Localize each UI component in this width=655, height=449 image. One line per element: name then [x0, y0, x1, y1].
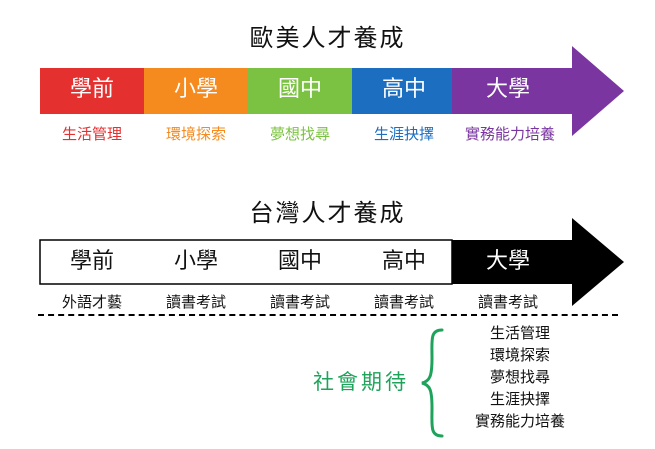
list-item: 生活管理: [489, 324, 550, 342]
taiwan-activity-4: 讀書考試: [477, 293, 538, 311]
western-activity-4: 實務能力培養: [464, 125, 555, 143]
taiwan-stage-label-0: 學前: [69, 249, 114, 274]
western-activity-2: 夢想找尋: [269, 125, 330, 143]
western-title: 歐美人才養成: [249, 24, 406, 52]
taiwan-activity-3: 讀書考試: [373, 293, 434, 311]
list-item: 夢想找尋: [489, 368, 550, 386]
taiwan-stage-label-3: 高中: [381, 249, 426, 274]
taiwan-stage-label-1: 小學: [173, 249, 218, 274]
western-stage-label-4: 大學: [485, 77, 530, 102]
taiwan-activity-2: 讀書考試: [269, 293, 330, 311]
curly-brace-icon: [421, 328, 444, 438]
dashed-divider: [38, 314, 618, 316]
western-stage-bar-2: [248, 68, 352, 114]
western-stage-label-1: 小學: [173, 77, 218, 102]
taiwan-activity-0: 外語才藝: [61, 293, 122, 311]
western-activity-3: 生涯抉擇: [373, 125, 434, 143]
western-stage-bar-0: [40, 68, 144, 114]
taiwan-stage-label-4: 大學: [485, 249, 530, 274]
western-stage-arrowhead: [452, 46, 624, 136]
western-stage-bar-1: [144, 68, 248, 114]
western-stage-label-0: 學前: [69, 77, 114, 102]
taiwan-activity-1: 讀書考試: [165, 293, 226, 311]
society-expectation-title: 社會期待: [313, 370, 409, 394]
western-stage-bar-3: [352, 68, 452, 114]
taiwan-stage-arrowhead: [452, 218, 624, 306]
taiwan-title: 台灣人才養成: [249, 199, 406, 227]
society-expectation-list: 生活管理 環境探索 夢想找尋 生涯抉擇 實務能力培養: [455, 322, 585, 432]
western-stage-label-3: 高中: [381, 77, 426, 102]
taiwan-stage-label-2: 國中: [277, 249, 322, 274]
western-stage-label-2: 國中: [277, 77, 322, 102]
western-activity-0: 生活管理: [61, 125, 122, 143]
western-activity-1: 環境探索: [165, 125, 226, 143]
list-item: 環境探索: [489, 346, 550, 364]
list-item: 實務能力培養: [474, 412, 565, 430]
list-item: 生涯抉擇: [489, 390, 550, 408]
